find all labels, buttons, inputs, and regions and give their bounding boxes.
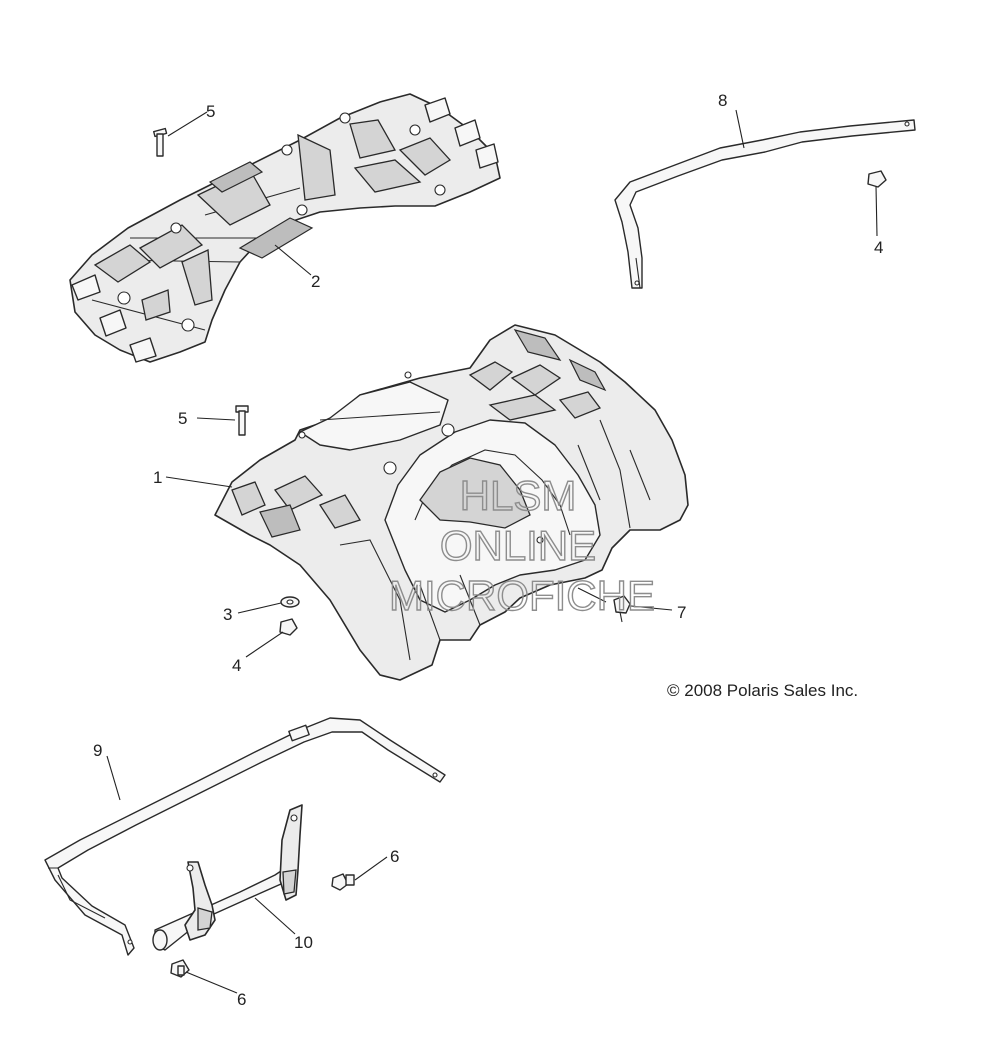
callout-4-upper: 4	[874, 238, 883, 257]
callout-labels: 5 2 8 4 5 1 3 4 7 9 6 10 6	[93, 91, 883, 1009]
watermark-line-1: HLSM	[460, 472, 577, 519]
callout-10: 10	[294, 933, 313, 952]
rear-fender	[214, 324, 689, 681]
callout-6-lower: 6	[237, 990, 246, 1009]
callout-1: 1	[153, 468, 162, 487]
callout-5-lower: 5	[178, 409, 187, 428]
rear-rack	[69, 93, 501, 363]
bolt-5-upper	[152, 127, 168, 157]
bolt-6-lower	[170, 959, 190, 978]
callout-7: 7	[677, 603, 686, 622]
push-rivet-7	[613, 595, 631, 623]
watermark: HLSM ONLINE MICROFICHE	[388, 471, 655, 619]
watermark-line-2: ONLINE	[440, 522, 596, 569]
callout-8: 8	[718, 91, 727, 110]
washer-3	[280, 596, 300, 608]
nut-4-upper	[867, 170, 887, 188]
callout-2: 2	[311, 272, 320, 291]
bolt-6-upper	[331, 873, 355, 891]
nut-4-lower	[279, 618, 298, 636]
grab-bar-8	[614, 119, 916, 289]
callout-6-upper: 6	[390, 847, 399, 866]
callout-9: 9	[93, 741, 102, 760]
callout-5-upper: 5	[206, 102, 215, 121]
rack-frame-9	[44, 717, 446, 956]
callout-4-lower: 4	[232, 656, 241, 675]
watermark-line-3: MICROFICHE	[389, 572, 655, 619]
copyright-notice: © 2008 Polaris Sales Inc.	[667, 681, 858, 700]
leader-lines	[106, 109, 878, 994]
bracket-10	[152, 804, 303, 951]
callout-3: 3	[223, 605, 232, 624]
bolt-5-lower	[235, 405, 249, 436]
